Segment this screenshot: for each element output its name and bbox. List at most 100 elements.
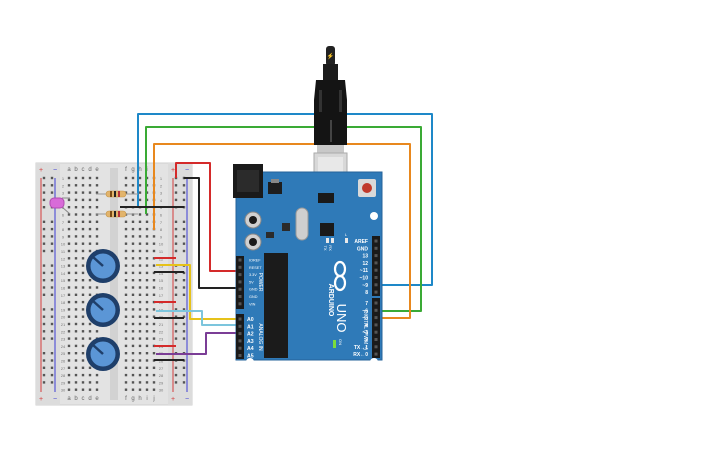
breadboard-hole[interactable] [81,206,85,209]
rail-hole[interactable] [42,315,46,318]
power-pin[interactable] [238,302,242,306]
rail-hole[interactable] [182,337,186,340]
breadboard-hole[interactable] [95,206,99,209]
digital-pin[interactable] [374,276,378,279]
breadboard-hole[interactable] [81,344,85,348]
rail-hole[interactable] [42,176,46,180]
rail-hole[interactable] [42,308,46,311]
breadboard-hole[interactable] [95,184,99,187]
breadboard-hole[interactable] [81,235,85,238]
breadboard-hole[interactable] [74,198,78,202]
breadboard-hole[interactable] [81,322,85,326]
breadboard-hole[interactable] [67,279,71,282]
breadboard-hole[interactable] [138,257,142,260]
wire-purple-a2[interactable] [156,332,236,355]
digital-pin[interactable] [374,345,378,349]
breadboard-hole[interactable] [67,286,71,289]
breadboard-hole[interactable] [138,300,142,304]
breadboard-hole[interactable] [145,286,149,289]
breadboard-hole[interactable] [88,322,92,326]
breadboard-hole[interactable] [95,330,99,333]
breadboard-hole[interactable] [88,293,92,296]
rail-hole[interactable] [50,286,54,289]
rail-hole[interactable] [50,337,54,340]
rail-hole[interactable] [42,293,46,296]
breadboard-hole[interactable] [67,300,71,304]
breadboard-hole[interactable] [74,381,78,384]
digital-pin[interactable] [374,308,378,312]
breadboard-hole[interactable] [138,330,142,333]
breadboard-hole[interactable] [88,220,92,223]
breadboard-hole[interactable] [124,330,128,333]
breadboard-hole[interactable] [131,264,135,267]
breadboard-hole[interactable] [131,373,135,377]
breadboard-hole[interactable] [145,242,149,245]
breadboard-hole[interactable] [131,286,135,289]
resistor-2[interactable] [96,210,138,218]
rail-hole[interactable] [174,286,178,289]
breadboard-hole[interactable] [81,242,85,245]
breadboard-hole[interactable] [74,213,78,216]
breadboard-hole[interactable] [74,359,78,362]
breadboard-hole[interactable] [67,388,71,391]
breadboard-hole[interactable] [74,235,78,238]
rail-hole[interactable] [42,279,46,282]
breadboard-hole[interactable] [81,293,85,296]
breadboard-hole[interactable] [152,388,156,391]
breadboard-hole[interactable] [81,352,85,355]
rail-hole[interactable] [182,293,186,296]
rail-hole[interactable] [42,242,46,245]
breadboard-hole[interactable] [67,206,71,209]
rail-hole[interactable] [50,176,54,180]
breadboard-hole[interactable] [67,176,71,180]
breadboard-hole[interactable] [88,191,92,194]
breadboard-hole[interactable] [74,300,78,304]
breadboard-hole[interactable] [138,286,142,289]
breadboard-hole[interactable] [95,176,99,180]
breadboard-hole[interactable] [67,249,71,253]
rail-hole[interactable] [174,366,178,369]
breadboard-hole[interactable] [88,330,92,333]
breadboard-hole[interactable] [138,344,142,348]
breadboard-hole[interactable] [67,242,71,245]
rail-hole[interactable] [174,220,178,223]
breadboard-hole[interactable] [81,279,85,282]
breadboard-hole[interactable] [88,373,92,377]
breadboard-hole[interactable] [81,213,85,216]
digital-pin[interactable] [374,330,378,334]
breadboard-hole[interactable] [67,337,71,340]
rail-hole[interactable] [42,227,46,231]
breadboard-hole[interactable] [67,293,71,296]
breadboard-hole[interactable] [138,308,142,311]
rail-hole[interactable] [50,381,54,384]
breadboard-hole[interactable] [131,344,135,348]
digital-pin[interactable] [374,316,378,320]
breadboard-hole[interactable] [88,249,92,253]
breadboard-hole[interactable] [88,366,92,369]
breadboard-hole[interactable] [74,206,78,209]
rail-hole[interactable] [182,322,186,326]
breadboard-hole[interactable] [74,315,78,318]
breadboard-hole[interactable] [124,279,128,282]
rail-hole[interactable] [182,191,186,194]
breadboard-hole[interactable] [131,220,135,223]
breadboard-hole[interactable] [145,293,149,296]
breadboard-hole[interactable] [67,184,71,187]
power-pin[interactable] [238,265,242,269]
breadboard-hole[interactable] [124,249,128,253]
breadboard-hole[interactable] [131,227,135,231]
rail-hole[interactable] [182,242,186,245]
breadboard-hole[interactable] [152,337,156,340]
breadboard-hole[interactable] [131,271,135,275]
breadboard-hole[interactable] [74,322,78,326]
breadboard-hole[interactable] [74,330,78,333]
analog-pin[interactable] [238,346,242,350]
breadboard-hole[interactable] [74,242,78,245]
analog-pin[interactable] [238,354,242,357]
rail-hole[interactable] [50,293,54,296]
breadboard-hole[interactable] [124,198,128,202]
breadboard-hole[interactable] [74,176,78,180]
breadboard-hole[interactable] [95,198,99,202]
breadboard-hole[interactable] [138,227,142,231]
